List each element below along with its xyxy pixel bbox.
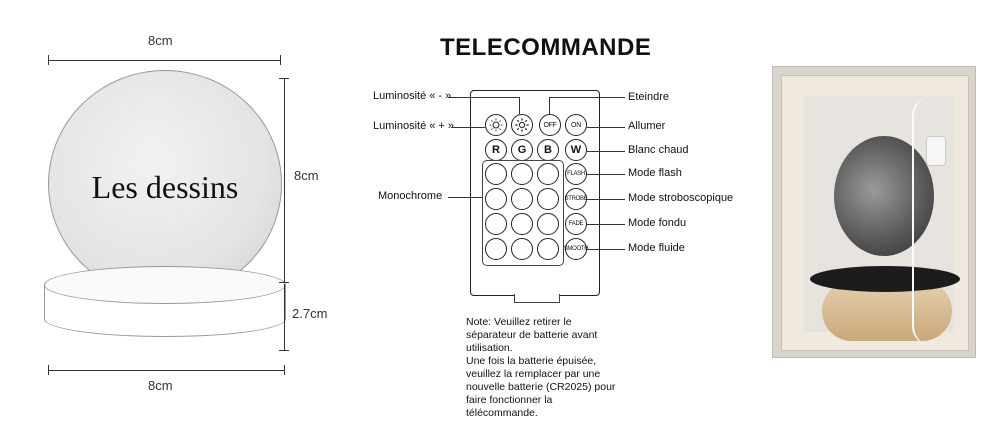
leader-warm-white [587,151,625,152]
strobe-button[interactable]: STROBE [565,188,588,210]
flash-button[interactable]: FLASH [565,163,587,185]
leader-on [587,127,625,128]
bottom-width-label: 8cm [148,378,173,393]
label-brightness-down: Luminosité « - » [373,90,452,102]
product-photo [772,66,976,358]
inline-switch-image [926,136,946,166]
top-width-label: 8cm [148,33,173,48]
color-button[interactable] [537,213,559,235]
top-dimension-tick-right [280,55,281,65]
globe-text: Les dessins [91,169,239,205]
label-mode-strobo: Mode stroboscopique [628,192,734,204]
top-dimension-tick-left [48,55,49,65]
leader-monochrome [448,197,482,198]
battery-note: Note: Veuillez retirer le séparateur de … [466,316,616,419]
color-button[interactable] [537,188,559,210]
color-button[interactable] [485,163,507,185]
on-button[interactable]: ON [565,114,587,136]
monochrome-button-group [482,160,564,266]
bottom-dimension-tick-left [48,365,49,375]
bottom-dimension-tick-right [284,365,285,375]
base-height-tick-bottom [279,350,289,351]
black-disc-image [810,266,960,292]
label-mode-flash: Mode flash [628,167,682,179]
leader-fade [587,224,625,225]
color-button[interactable] [511,238,533,260]
color-button[interactable] [537,163,559,185]
blue-button[interactable]: B [537,139,559,161]
base-height-label: 2.7cm [292,306,328,321]
leader-off [549,97,625,98]
lamp-globe: Les dessins [48,70,282,298]
globe-height-label: 8cm [294,168,319,183]
warm-white-button[interactable]: W [565,139,587,161]
page-title: TELECOMMANDE [440,34,652,61]
smooth-button[interactable]: SMOOTH [564,238,589,260]
leader-smooth [587,249,625,250]
color-button[interactable] [485,188,507,210]
globe-height-tick-top [279,78,289,79]
leader-brightness-down [448,97,519,98]
color-button[interactable] [485,238,507,260]
leader-brightness-down-drop [519,97,520,114]
color-button[interactable] [537,238,559,260]
color-button[interactable] [511,188,533,210]
leader-off-drop [549,97,550,114]
red-button[interactable]: R [485,139,507,161]
color-button[interactable] [511,163,533,185]
leader-flash [587,174,625,175]
green-button[interactable]: G [511,139,533,161]
globe-height-tick-bottom [279,282,289,283]
brightness-up-button[interactable] [511,114,533,136]
leader-strobe [587,199,625,200]
off-button[interactable]: OFF [539,114,561,136]
label-mode-fluide: Mode fluide [628,242,685,254]
bottom-width-dimension-line [48,370,284,371]
base-height-dimension-line [284,284,285,350]
cable-image [912,96,954,346]
color-button[interactable] [485,213,507,235]
label-eteindre: Eteindre [628,91,669,103]
packaging-box [781,75,969,351]
leader-brightness-up [452,127,485,128]
color-button[interactable] [511,213,533,235]
battery-separator-tab[interactable] [514,294,560,303]
sun-outline-icon [489,118,503,132]
brightness-down-button[interactable] [485,114,507,136]
sun-rays-icon [515,118,529,132]
lamp-orb-image [834,136,934,256]
label-mode-fondu: Mode fondu [628,217,687,229]
label-monochrome: Monochrome [378,190,443,202]
label-brightness-up: Luminosité « + » [373,120,455,132]
label-blanc-chaud: Blanc chaud [628,144,689,156]
globe-height-dimension-line [284,78,285,282]
lamp-base-top [44,266,286,304]
fade-button[interactable]: FADE [565,213,587,235]
label-allumer: Allumer [628,120,666,132]
top-width-dimension-line [48,60,280,61]
